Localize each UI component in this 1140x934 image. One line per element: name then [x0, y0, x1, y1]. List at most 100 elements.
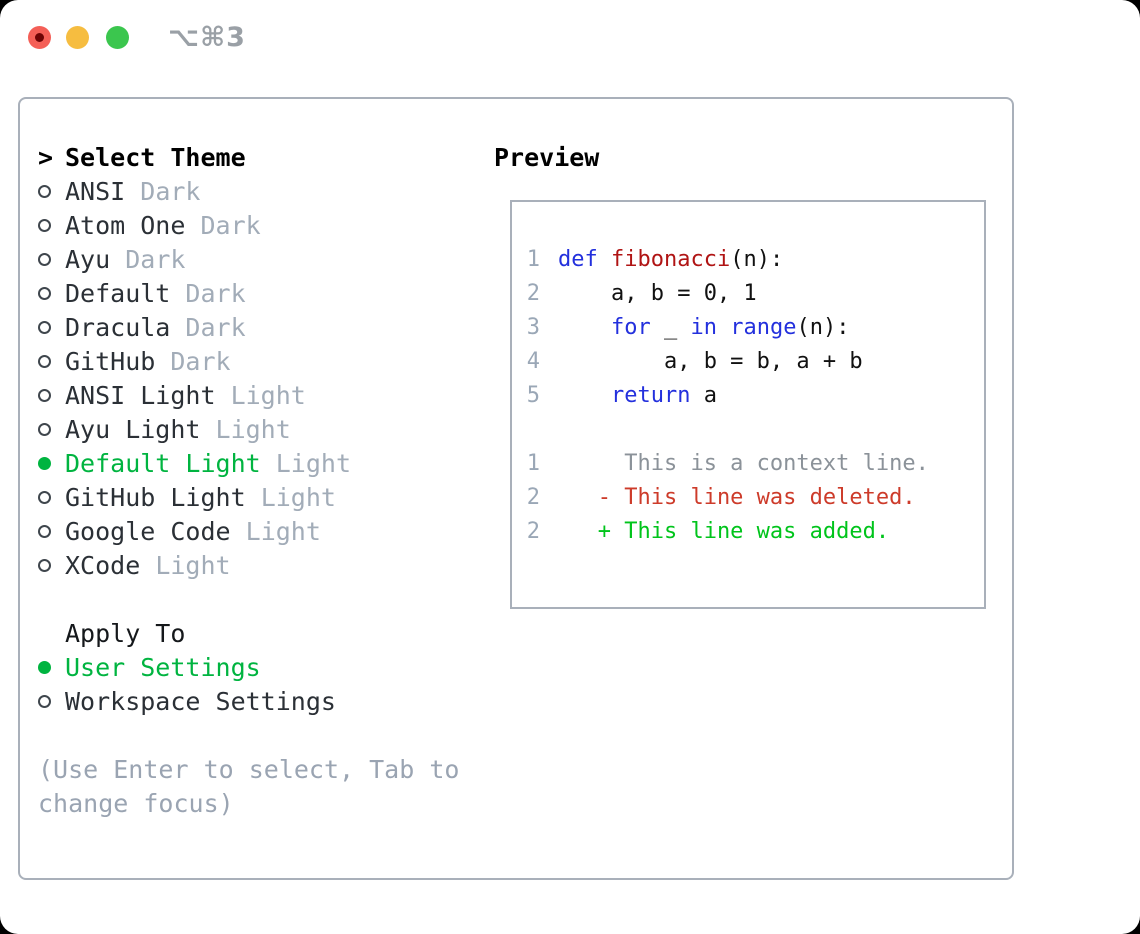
code-text: return a	[610, 382, 717, 408]
line-number: 3	[526, 314, 540, 340]
help-line: change focus)	[38, 788, 234, 818]
apply-option[interactable]: User Settings	[38, 650, 459, 684]
radio-icon	[38, 286, 65, 300]
theme-list-title: Select Theme	[65, 142, 246, 172]
code-text: This is a context line.	[558, 450, 929, 476]
help-text: (Use Enter to select, Tab to change focu…	[38, 752, 459, 820]
theme-option[interactable]: GitHub Light Light	[38, 480, 459, 514]
code-text: a, b = 0, 1	[558, 280, 757, 306]
theme-option[interactable]: Atom One Dark	[38, 208, 459, 242]
theme-name: Ayu	[65, 244, 111, 274]
titlebar: ⌥⌘3	[0, 0, 1140, 75]
theme-variant: Dark	[185, 312, 246, 342]
theme-variant: Dark	[200, 210, 261, 240]
theme-name: Dracula	[65, 312, 171, 342]
radio-icon	[38, 456, 65, 470]
line-number: 2	[526, 484, 540, 510]
radio-icon	[38, 354, 65, 368]
radio-icon	[38, 184, 65, 198]
theme-variant: Dark	[125, 244, 186, 274]
radio-icon	[38, 558, 65, 572]
minimize-button[interactable]	[66, 26, 89, 49]
code-line: 1 This is a context line.	[512, 446, 984, 480]
theme-option[interactable]: Ayu Light Light	[38, 412, 459, 446]
line-number: 1	[526, 450, 540, 476]
theme-name: XCode	[65, 550, 141, 580]
theme-name: ANSI Light	[65, 380, 216, 410]
theme-option[interactable]: ANSI Light Light	[38, 378, 459, 412]
preview-title: Preview	[494, 142, 600, 172]
radio-icon	[38, 218, 65, 232]
line-number: 2	[526, 518, 540, 544]
help-line: (Use Enter to select, Tab to	[38, 754, 460, 784]
code-line: 2 - This line was deleted.	[512, 480, 984, 514]
code-line: 5 return a	[512, 378, 984, 412]
radio-icon	[38, 252, 65, 266]
theme-variant: Light	[275, 448, 351, 478]
line-number: 5	[526, 382, 540, 408]
theme-option[interactable]: GitHub Dark	[38, 344, 459, 378]
apply-to-title: Apply To	[65, 618, 186, 648]
theme-variant: Dark	[140, 176, 201, 206]
theme-option[interactable]: Default Dark	[38, 276, 459, 310]
code-line: 4 a, b = b, a + b	[512, 344, 984, 378]
code-text: + This line was added.	[558, 518, 890, 544]
apply-option[interactable]: Workspace Settings	[38, 684, 459, 718]
apply-to-header: Apply To	[38, 616, 459, 650]
line-number: 1	[526, 246, 540, 272]
apply-option-label: User Settings	[65, 652, 261, 682]
theme-variant: Dark	[185, 278, 246, 308]
theme-name: Ayu Light	[65, 414, 201, 444]
code-line: 3 for _ in range(n):	[512, 310, 984, 344]
prompt-icon: >	[38, 142, 54, 172]
radio-icon	[38, 694, 65, 708]
radio-icon	[38, 524, 65, 538]
line-number: 2	[526, 280, 540, 306]
window-shortcut-label: ⌥⌘3	[168, 22, 246, 53]
theme-option[interactable]: Ayu Dark	[38, 242, 459, 276]
theme-list-header: > Select Theme	[38, 140, 459, 174]
radio-icon	[38, 490, 65, 504]
apply-option-label: Workspace Settings	[65, 686, 336, 716]
code-line: 1 def fibonacci(n):	[512, 242, 984, 276]
code-text: for _ in range(n):	[610, 314, 850, 340]
theme-option[interactable]: Default Light Light	[38, 446, 459, 480]
theme-variant: Light	[155, 550, 231, 580]
theme-name: Atom One	[65, 210, 186, 240]
close-button[interactable]	[28, 26, 51, 49]
code-line: 2 + This line was added.	[512, 514, 984, 548]
theme-variant: Light	[230, 380, 306, 410]
theme-name: ANSI	[65, 176, 126, 206]
radio-icon	[38, 422, 65, 436]
theme-variant: Light	[260, 482, 336, 512]
theme-name: Default Light	[65, 448, 261, 478]
radio-icon	[38, 388, 65, 402]
theme-option[interactable]: Dracula Dark	[38, 310, 459, 344]
theme-variant: Light	[215, 414, 291, 444]
theme-name: GitHub Light	[65, 482, 246, 512]
code-line	[512, 412, 984, 446]
theme-variant: Light	[245, 516, 321, 546]
theme-name: Default	[65, 278, 171, 308]
theme-option[interactable]: XCode Light	[38, 548, 459, 582]
code-text: - This line was deleted.	[558, 484, 916, 510]
code-text: def fibonacci(n):	[558, 246, 784, 272]
theme-option[interactable]: ANSI Dark	[38, 174, 459, 208]
radio-icon	[38, 320, 65, 334]
zoom-button[interactable]	[106, 26, 129, 49]
theme-name: Google Code	[65, 516, 231, 546]
code-text: a, b = b, a + b	[558, 348, 863, 374]
theme-option[interactable]: Google Code Light	[38, 514, 459, 548]
code-line: 2 a, b = 0, 1	[512, 276, 984, 310]
theme-variant: Dark	[170, 346, 231, 376]
radio-icon	[38, 660, 65, 674]
